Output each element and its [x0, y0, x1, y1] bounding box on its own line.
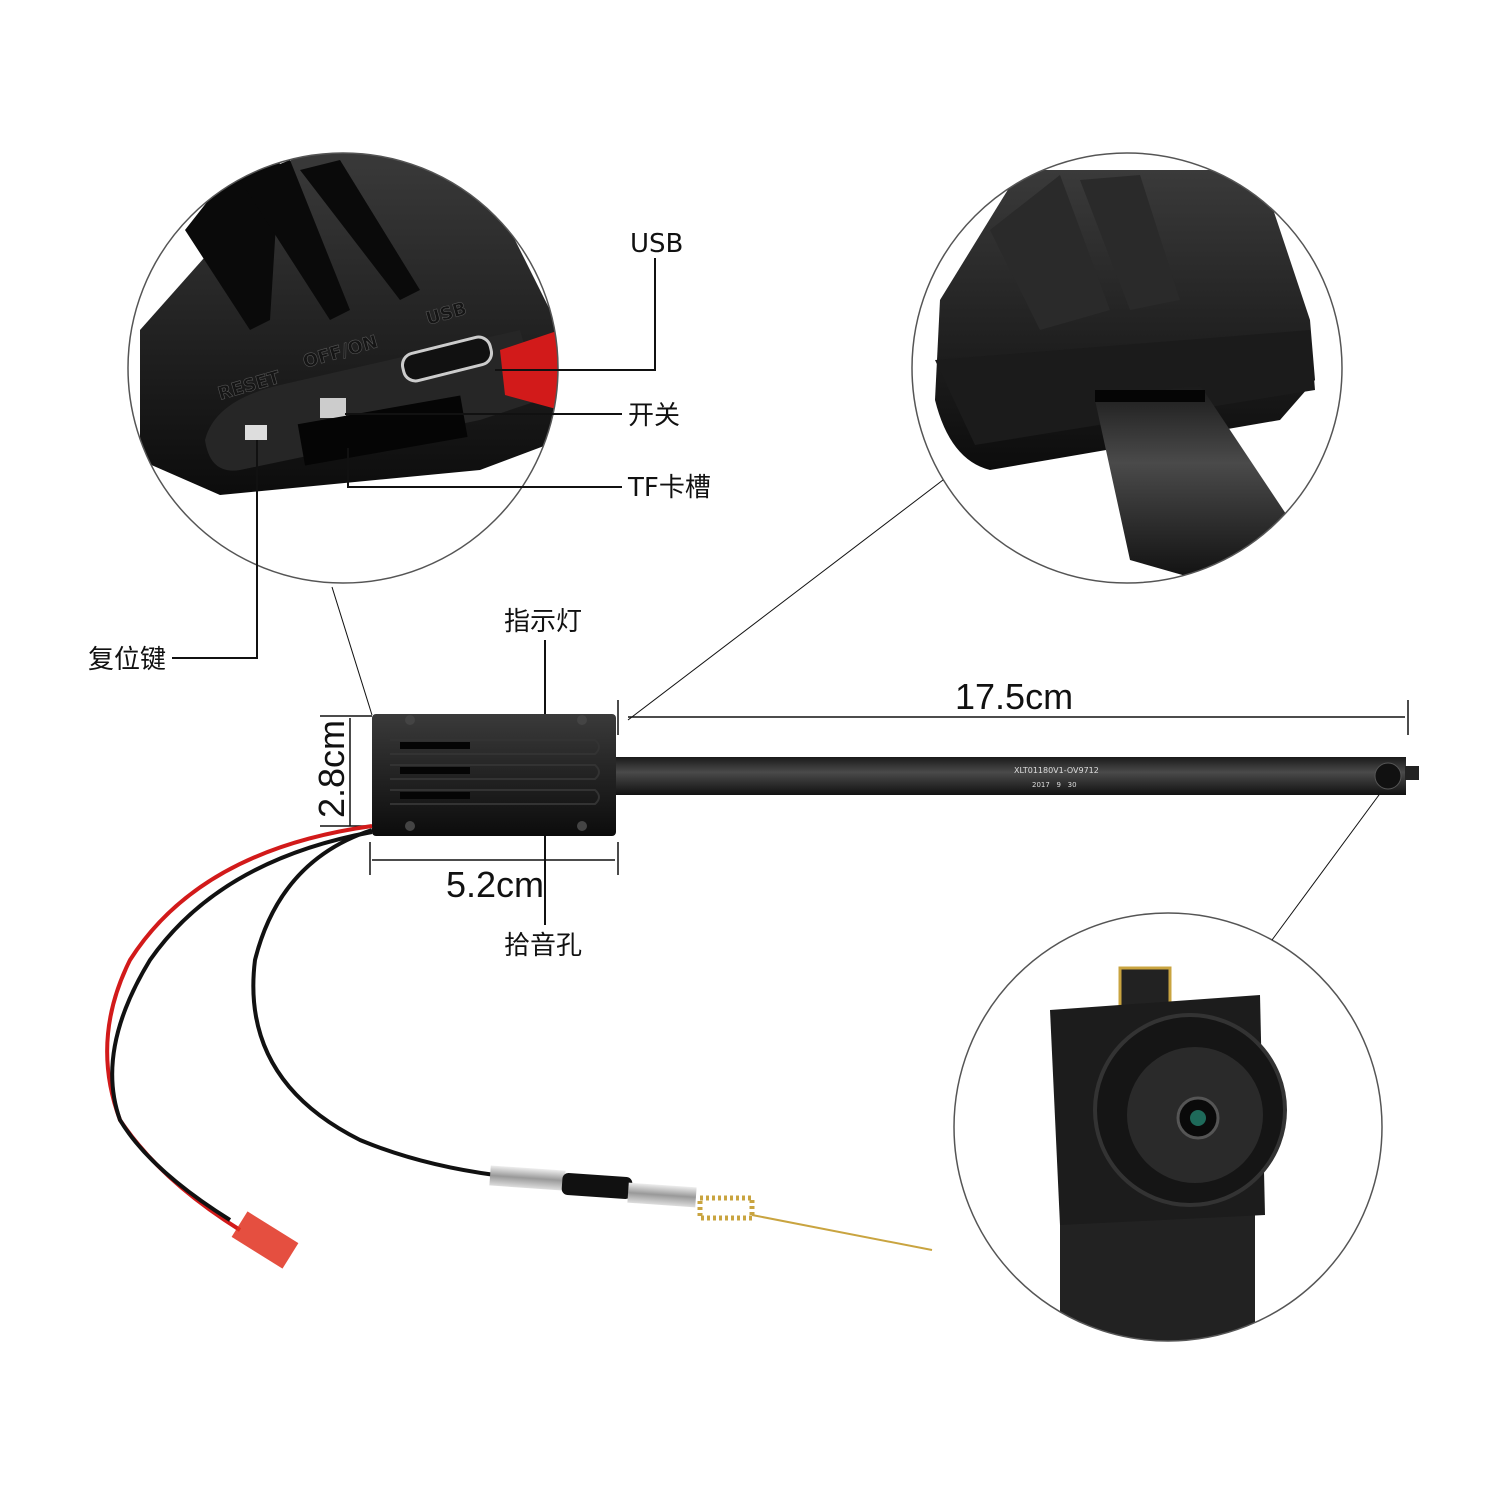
flex-cable: XLT01180V1-OV9712 2017 9 30 — [616, 757, 1419, 795]
flex-model-print: XLT01180V1-OV9712 — [1014, 766, 1099, 775]
dimension-height: 2.8cm — [311, 720, 352, 818]
dimension-length: 17.5cm — [955, 676, 1073, 717]
power-connector — [231, 1211, 299, 1269]
label-tf-slot: TF卡槽 — [627, 473, 711, 503]
label-usb: USB — [630, 229, 683, 259]
label-indicator: 指示灯 — [504, 607, 582, 637]
leader-lines — [172, 258, 1391, 941]
label-reset-key: 复位键 — [88, 645, 166, 675]
label-mic-hole: 拾音孔 — [504, 931, 582, 961]
device-body — [372, 714, 616, 836]
usb-port — [400, 335, 494, 383]
flex-date-print: 2017 9 30 — [1032, 781, 1077, 789]
dimension-width: 5.2cm — [446, 864, 544, 905]
wires — [105, 824, 496, 1232]
antenna — [489, 1165, 933, 1251]
zoom-circle-cable-exit — [911, 152, 1343, 584]
label-switch: 开关 — [628, 401, 680, 431]
zoom-circle-ports: RESET OFF/ON USB — [127, 152, 559, 584]
zoom-circle-camera — [953, 912, 1383, 1342]
power-switch — [320, 398, 346, 418]
reset-button — [245, 425, 267, 440]
